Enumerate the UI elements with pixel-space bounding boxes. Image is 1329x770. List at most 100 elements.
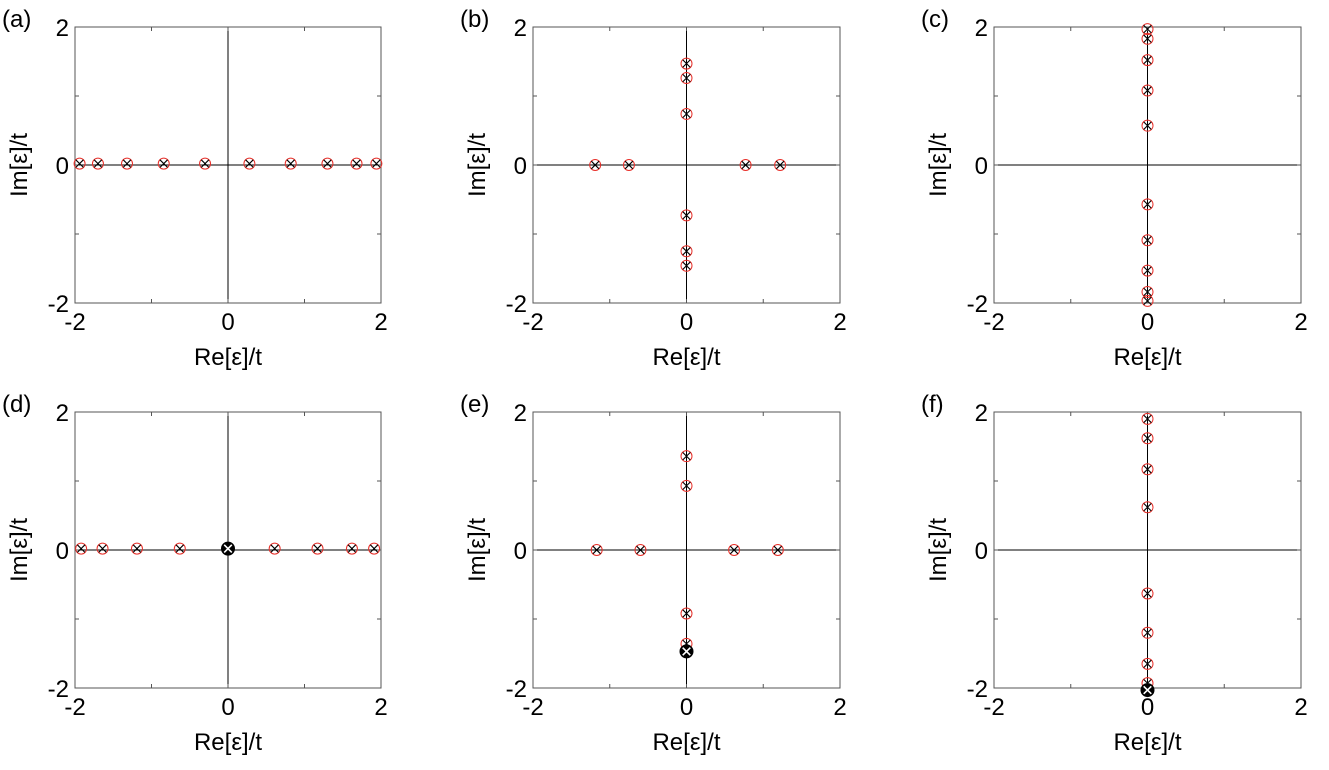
- black-cross-point: [773, 545, 783, 555]
- x-axis-label: Re[ε]/t: [194, 344, 262, 371]
- black-cross-point: [122, 159, 132, 168]
- x-tick-label: -2: [983, 694, 1004, 721]
- black-cross-point: [775, 160, 785, 170]
- red-circle-point: [1141, 285, 1154, 298]
- red-circle-point: [680, 259, 693, 272]
- x-tick-label: -2: [983, 309, 1004, 336]
- red-circle-point: [243, 157, 256, 170]
- red-circle-point: [1141, 501, 1154, 514]
- red-circle-point: [774, 159, 787, 171]
- black-cross-point: [682, 481, 691, 491]
- black-cross-point: [1143, 55, 1152, 65]
- black-cross-point: [682, 609, 691, 618]
- black-cross-point: [93, 159, 103, 168]
- red-circle-point: [345, 542, 358, 555]
- red-circle-point: [771, 544, 784, 556]
- black-cross-point: [682, 59, 691, 68]
- red-circle-point: [130, 542, 143, 555]
- red-circle-point: [1141, 84, 1154, 97]
- y-tick-label: 2: [56, 400, 69, 427]
- black-cross-point: [1143, 236, 1152, 245]
- black-cross-point: [1143, 434, 1152, 443]
- red-circle-point: [1141, 234, 1154, 247]
- y-tick-label: 2: [975, 400, 988, 427]
- y-tick-label: 0: [514, 153, 527, 180]
- black-cross-point: [347, 544, 357, 553]
- red-circle-point: [157, 157, 170, 170]
- x-tick-label: 0: [1141, 694, 1154, 721]
- y-tick-label: 0: [975, 538, 988, 565]
- x-tick-label: 2: [374, 694, 387, 721]
- black-cross-point: [624, 160, 634, 170]
- x-tick-label: 2: [1294, 309, 1307, 336]
- red-circle-point: [680, 107, 693, 120]
- x-tick-label: 0: [680, 694, 693, 721]
- y-tick-label: 0: [56, 538, 69, 565]
- red-circle-point: [680, 450, 693, 463]
- x-tick-label: -2: [522, 309, 543, 336]
- highlighted-point: [679, 644, 694, 659]
- red-circle-point: [350, 157, 363, 170]
- black-cross-point: [1143, 200, 1152, 209]
- black-cross-point: [352, 159, 361, 168]
- black-cross-point: [682, 73, 691, 83]
- x-tick-label: 0: [221, 309, 234, 336]
- y-tick-label: -2: [506, 291, 527, 318]
- red-circle-point: [1141, 294, 1154, 307]
- y-tick-label: 2: [975, 15, 988, 42]
- red-circle-point: [1141, 587, 1154, 600]
- panel-label: (d): [2, 391, 31, 418]
- black-cross-point: [1143, 24, 1152, 34]
- black-cross-point: [245, 159, 254, 168]
- red-circle-point: [284, 157, 297, 170]
- white-cross: [223, 544, 233, 553]
- red-circle-point: [728, 544, 741, 556]
- panel-label: (b): [460, 6, 489, 33]
- x-tick-label: 2: [374, 309, 387, 336]
- red-circle-point: [1141, 119, 1154, 132]
- red-circle-point: [1141, 432, 1154, 445]
- x-axis-label: Re[ε]/t: [652, 344, 720, 371]
- black-cross-point: [1143, 34, 1152, 43]
- y-tick-label: -2: [967, 676, 988, 703]
- red-circle-point: [1141, 54, 1154, 67]
- red-circle-point: [1141, 412, 1154, 425]
- black-cross-point: [1143, 414, 1152, 424]
- black-cross-point: [323, 159, 332, 168]
- red-circle-point: [173, 542, 186, 555]
- black-cross-point: [76, 544, 86, 553]
- x-tick-label: 0: [221, 694, 234, 721]
- red-circle-point: [1141, 626, 1154, 639]
- black-cross-point: [369, 544, 379, 553]
- black-cross-point: [372, 159, 381, 168]
- black-cross-point: [175, 544, 184, 553]
- red-circle-point: [739, 159, 752, 171]
- black-cross-point: [286, 159, 295, 168]
- x-tick-label: -2: [64, 309, 85, 336]
- red-circle-point: [370, 157, 383, 170]
- red-circle-point: [1141, 32, 1154, 45]
- red-circle-point: [1141, 463, 1154, 476]
- x-axis-label: Re[ε]/t: [194, 729, 262, 756]
- highlighted-point: [221, 541, 235, 556]
- black-cross-point: [1143, 589, 1152, 598]
- black-cross-point: [1143, 296, 1152, 306]
- y-tick-label: 2: [514, 15, 527, 42]
- panel-label: (c): [921, 6, 949, 33]
- panel-label: (f): [921, 391, 944, 418]
- y-axis-label: Im[ε]/t: [925, 518, 952, 582]
- red-circle-point: [75, 542, 88, 555]
- black-cross-point: [132, 544, 142, 553]
- red-circle-point: [634, 544, 647, 556]
- red-circle-point: [321, 157, 334, 170]
- red-circle-point: [680, 57, 693, 70]
- x-tick-label: -2: [64, 694, 85, 721]
- black-cross-point: [1143, 628, 1152, 637]
- y-tick-label: -2: [506, 676, 527, 703]
- black-cross-point: [75, 159, 84, 168]
- black-cross-point: [1143, 503, 1152, 512]
- y-tick-label: -2: [48, 291, 69, 318]
